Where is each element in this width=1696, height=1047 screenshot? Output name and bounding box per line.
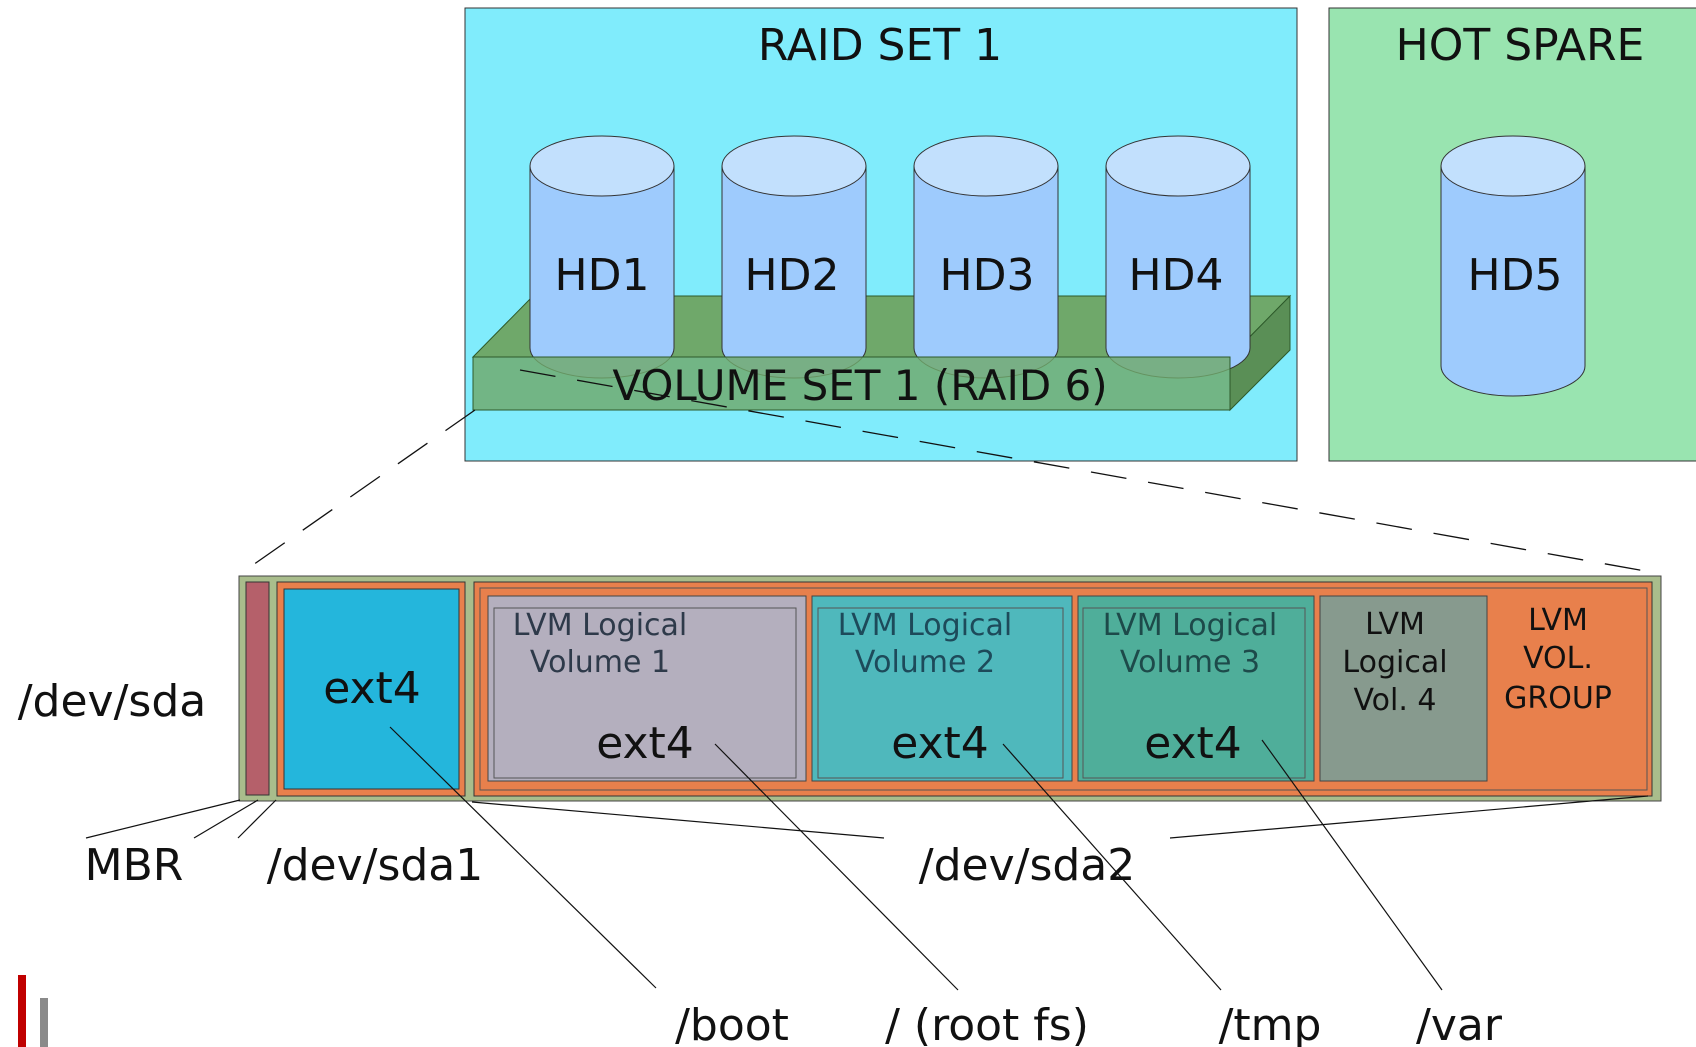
disk-hd3: HD3 [913, 135, 1059, 379]
leader-lines [85, 726, 1649, 991]
lv2-fs-label: ext4 [891, 718, 989, 769]
corner-decoration [18, 975, 48, 1047]
vg-line1: LVM [1528, 603, 1588, 638]
mount-var-label: /var [1416, 1000, 1503, 1047]
lv2-title-line2: Volume 2 [855, 645, 995, 680]
partition-sda1: ext4 [276, 581, 466, 797]
mount-tmp-label: /tmp [1219, 1000, 1322, 1047]
volume-set-slab [471, 294, 1292, 412]
mount-boot-label: /boot [675, 1000, 789, 1047]
sda1-fs-label: ext4 [323, 663, 421, 714]
vg-line2: VOL. [1523, 641, 1593, 676]
hot-spare-title: HOT SPARE [1396, 20, 1645, 71]
disk-label-hd3: HD3 [940, 250, 1035, 301]
disk-label-hd1: HD1 [555, 250, 650, 301]
lv3-title-line2: Volume 3 [1120, 645, 1260, 680]
lv1-title-line1: LVM Logical [513, 608, 688, 643]
vg-line3: GROUP [1504, 681, 1612, 716]
volume-group-label: LVM VOL. GROUP [1504, 603, 1612, 716]
lv1-title-line2: Volume 1 [530, 645, 670, 680]
mbr-block [245, 581, 270, 796]
lv3-fs-label: ext4 [1144, 718, 1242, 769]
disk-label-hd5: HD5 [1468, 250, 1563, 301]
logical-volume-3: LVM Logical Volume 3 ext4 [1077, 595, 1315, 782]
disk-hd2: HD2 [721, 135, 867, 379]
lv4-line2: Logical [1342, 645, 1447, 680]
logical-volume-1: LVM Logical Volume 1 ext4 [487, 595, 807, 782]
lv4-line3: Vol. 4 [1353, 683, 1436, 718]
lv3-title-line1: LVM Logical [1103, 608, 1278, 643]
logical-volume-4: LVM Logical Vol. 4 [1319, 595, 1488, 782]
disk-label-hd4: HD4 [1129, 250, 1224, 301]
lv4-line1: LVM [1365, 607, 1425, 642]
volume-set-front: VOLUME SET 1 (RAID 6) [472, 356, 1231, 411]
volume-set-label: VOLUME SET 1 (RAID 6) [612, 361, 1107, 410]
disk-label-hd2: HD2 [745, 250, 840, 301]
disk-hd1: HD1 [529, 135, 675, 379]
logical-volume-2: LVM Logical Volume 2 ext4 [811, 595, 1073, 782]
device-label: /dev/sda [18, 676, 207, 727]
mbr-label: MBR [85, 840, 184, 891]
raid-set-title: RAID SET 1 [758, 20, 1002, 71]
sda1-label: /dev/sda1 [267, 840, 484, 891]
disk-hd4: HD4 [1105, 135, 1251, 379]
mount-root-label: / (root fs) [885, 1000, 1089, 1047]
lv2-title-line1: LVM Logical [838, 608, 1013, 643]
sda2-label: /dev/sda2 [919, 840, 1136, 891]
disk-hd5: HD5 [1440, 135, 1586, 397]
lv1-fs-label: ext4 [596, 718, 694, 769]
zoom-lines [249, 369, 1646, 572]
